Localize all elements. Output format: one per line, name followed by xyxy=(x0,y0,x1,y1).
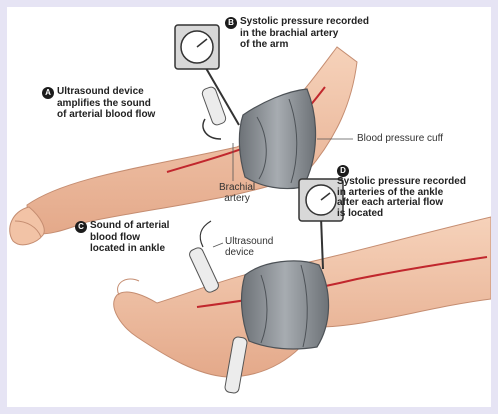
label-a-line1: Ultrasound device xyxy=(57,86,144,97)
label-d: D Systolic pressure recorded in arteries… xyxy=(337,165,466,219)
label-cuff: Blood pressure cuff xyxy=(357,134,443,145)
label-c-line1: Sound of arterial xyxy=(90,220,169,231)
label-a-line3: of arterial blood flow xyxy=(57,109,155,120)
leg-cuff xyxy=(242,261,329,349)
leader-ultrasound xyxy=(213,243,223,247)
label-ultrasound-line1: Ultrasound xyxy=(225,236,273,247)
label-d-line3: after each arterial flow xyxy=(337,197,443,208)
label-d-line4: is located xyxy=(337,208,383,219)
label-b-line1: Systolic pressure recorded xyxy=(240,16,369,27)
label-a-line2: amplifies the sound xyxy=(57,98,151,109)
label-b-line2: in the brachial artery xyxy=(240,28,338,39)
label-brachial-line1: Brachial xyxy=(219,182,255,193)
label-d-line2: in arteries of the ankle xyxy=(337,187,443,198)
label-b-badge: B xyxy=(225,17,237,29)
label-brachial-artery: Brachial artery xyxy=(219,183,255,204)
label-ultrasound-line2: device xyxy=(225,247,254,258)
leg-ultrasound-probe-upper xyxy=(188,246,220,294)
arm-cuff xyxy=(239,89,315,189)
label-a-badge: A xyxy=(42,87,54,99)
label-ultrasound-device: Ultrasound device xyxy=(225,237,273,258)
label-d-line1: Systolic pressure recorded xyxy=(337,176,466,187)
label-c-line3: located in ankle xyxy=(90,243,165,254)
label-c-badge: C xyxy=(75,221,87,233)
label-b-line3: of the arm xyxy=(240,39,288,50)
label-c-line2: blood flow xyxy=(90,232,140,243)
label-brachial-line2: artery xyxy=(224,193,250,204)
